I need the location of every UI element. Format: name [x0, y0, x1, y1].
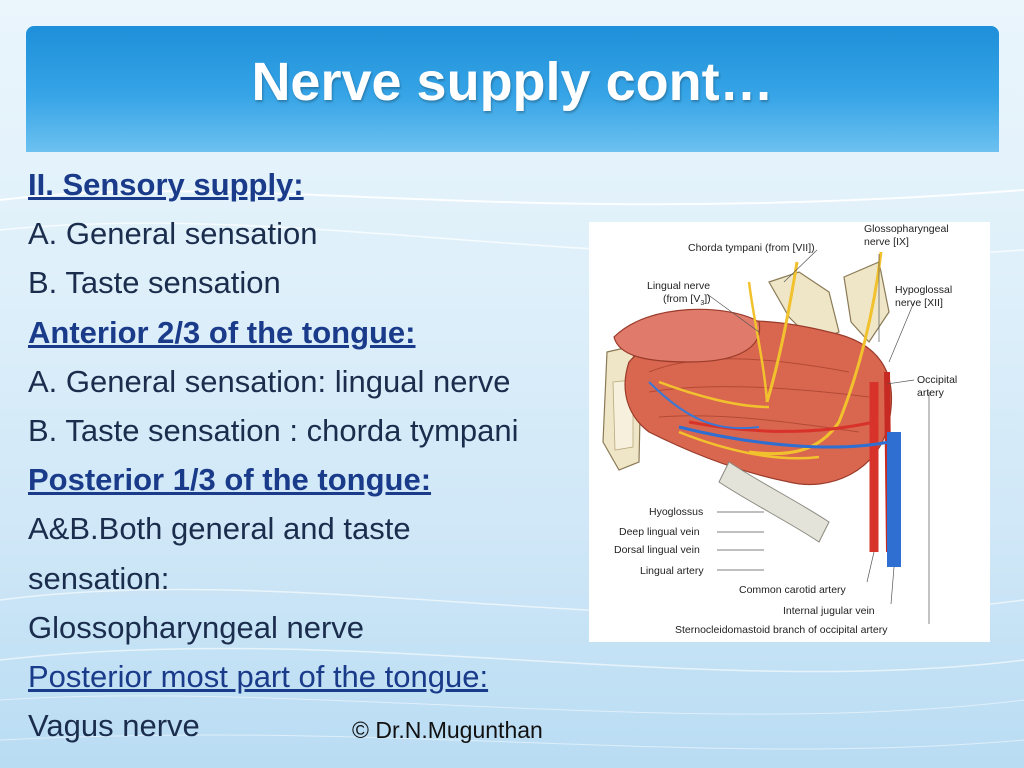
line-posterior-both: A&B.Both general and taste	[28, 511, 411, 547]
label-chorda-tympani: Chorda tympani (from [VII])	[688, 242, 815, 254]
label-internal-jugular: Internal jugular vein	[783, 605, 875, 617]
label-glossopharyngeal-2: nerve [IX]	[864, 236, 909, 248]
label-dorsal-lingual-vein: Dorsal lingual vein	[614, 544, 700, 556]
tongue-illustration	[602, 249, 930, 624]
label-hypoglossal-2: nerve [XII]	[895, 297, 943, 309]
label-hypoglossal-1: Hypoglossal	[895, 284, 953, 296]
label-deep-lingual-vein: Deep lingual vein	[619, 526, 700, 538]
line-anterior-heading: Anterior 2/3 of the tongue:	[28, 314, 416, 350]
line-glossopharyngeal: Glossopharyngeal nerve	[28, 609, 365, 645]
line-vagus: Vagus nerve	[28, 708, 200, 744]
label-common-carotid: Common carotid artery	[739, 584, 846, 596]
line-anterior-general: A. General sensation: lingual nerve	[28, 363, 511, 399]
label-glossopharyngeal-1: Glossopharyngeal	[864, 223, 949, 235]
line-sensory-supply: II. Sensory supply:	[28, 167, 304, 202]
tongue-anatomy-figure: Chorda tympani (from [VII]) Glossopharyn…	[589, 222, 990, 642]
content-text: II. Sensory supply: A. General sensation…	[28, 160, 588, 750]
slide-title: Nerve supply cont…	[251, 52, 774, 112]
label-occipital-1: Occipital	[917, 374, 958, 386]
label-lingual-artery: Lingual artery	[640, 565, 704, 577]
line-posterior-most[interactable]: Posterior most part of the tongue:	[28, 659, 489, 695]
copyright-text: © Dr.N.Mugunthan	[352, 717, 543, 743]
line-general-sensation: A. General sensation	[28, 216, 318, 252]
label-lingual-1: Lingual nerve	[647, 280, 711, 292]
label-occipital-2: artery	[917, 387, 944, 399]
line-anterior-taste: B. Taste sensation : chorda tympani	[28, 413, 519, 449]
label-lingual-2: (from [V3])	[663, 293, 711, 308]
line-posterior-sensation: sensation:	[28, 560, 170, 596]
label-sternocleidomastoid: Sternocleidomastoid branch of occipital …	[675, 624, 888, 636]
line-posterior-heading: Posterior 1/3 of the tongue:	[28, 462, 432, 498]
label-hyoglossus: Hyoglossus	[649, 506, 704, 518]
line-taste-sensation: B. Taste sensation	[28, 265, 281, 301]
title-bar	[26, 26, 999, 152]
